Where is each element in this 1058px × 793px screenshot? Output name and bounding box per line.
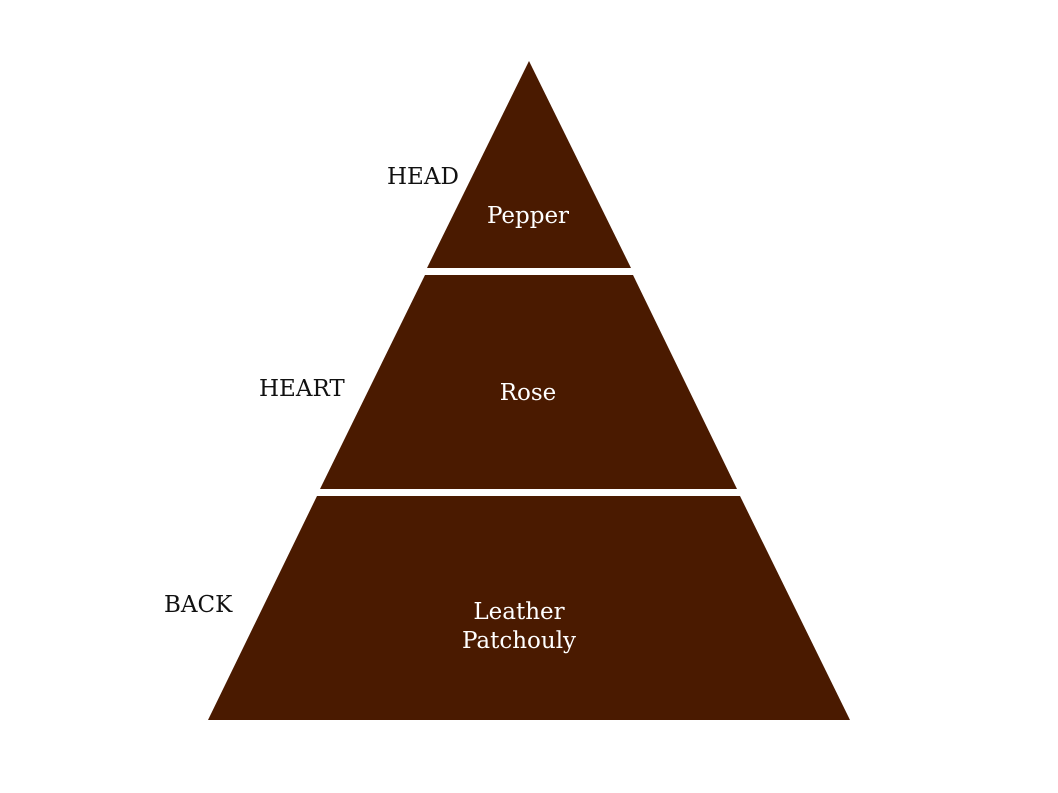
pyramid-tier-head: Pepper [427,61,631,268]
pyramid-tier-back: Leather Patchouly [208,496,850,720]
tier-back-shape [208,496,850,720]
tier-heart-shape [320,275,737,489]
tier-heart-note: Rose [500,380,557,406]
tier-head-shape [427,61,631,268]
pyramid-tier-heart: Rose [320,275,737,489]
tier-back-note-2: Patchouly [462,628,576,654]
side-label-back: BACK [164,592,233,618]
side-label-heart: HEART [259,376,345,402]
side-label-head: HEAD [387,164,459,190]
tier-head-note: Pepper [487,203,569,229]
tier-back-note-1: Leather [473,599,564,625]
